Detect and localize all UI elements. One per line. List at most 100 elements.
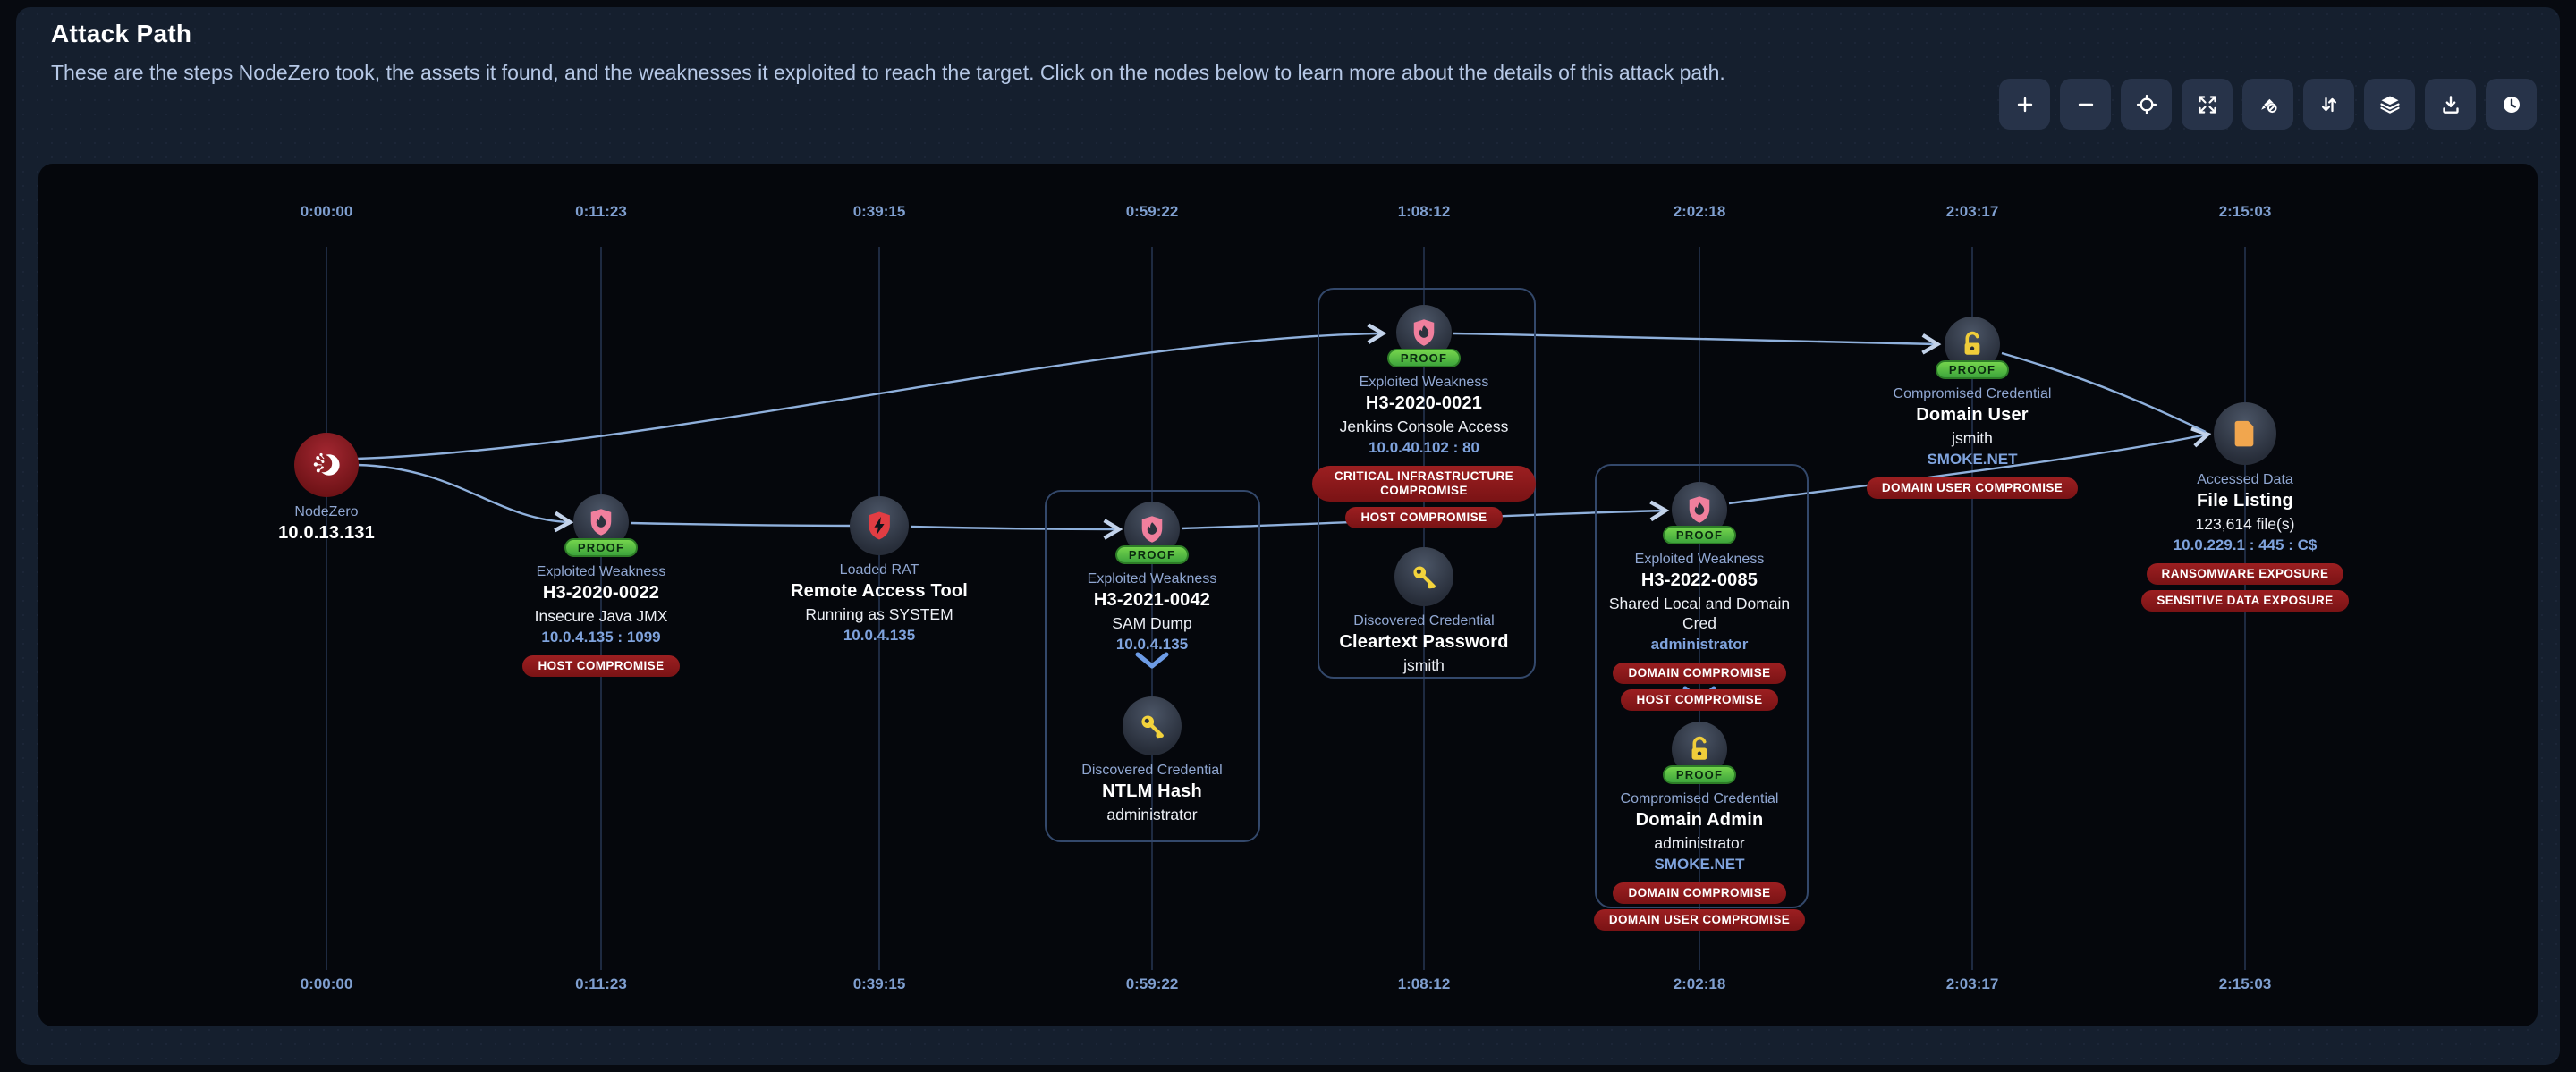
impact-badge: DOMAIN USER COMPROMISE [1866, 477, 2079, 499]
marker-off-button[interactable] [2242, 79, 2293, 130]
layers-icon [2379, 96, 2400, 114]
fullscreen-button[interactable] [2182, 79, 2233, 130]
impact-badge: SENSITIVE DATA EXPOSURE [2141, 590, 2349, 612]
proof-badge: PROOF [1935, 360, 2010, 379]
group-box-h3-2022-0085 [1595, 464, 1809, 908]
timeline-label-bottom-5: 2:02:18 [1673, 975, 1726, 992]
edge-h3-2020-0022-to-rat [630, 515, 878, 536]
timeline-label-top-6: 2:03:17 [1945, 203, 1999, 220]
timeline-label-top-1: 0:11:23 [575, 203, 627, 220]
node-category: Exploited Weakness [1634, 552, 1765, 567]
node-file-listing[interactable]: Accessed Data File Listing 123,614 file(… [2133, 402, 2357, 612]
node-title: H3-2021-0042 [1093, 590, 1211, 610]
edge-nodezero-to-h3-2020-0021 [356, 323, 1387, 460]
key-icon [1123, 696, 1182, 755]
impact-badge: DOMAIN USER COMPROMISE [1593, 909, 1806, 931]
zoom-out-icon [2078, 103, 2093, 106]
node-h3-2020-0021[interactable]: PROOF Exploited Weakness H3-2020-0021 Je… [1312, 305, 1536, 528]
proof-badge: PROOF [1114, 545, 1190, 564]
node-domain-admin[interactable]: PROOF Compromised Credential Domain Admi… [1588, 722, 1811, 931]
chart-canvas: 0:00:00 0:11:23 0:39:15 0:59:22 1:08:12 … [38, 164, 2538, 1026]
node-info: 10.0.229.1 : 445 : C$ [2173, 536, 2318, 553]
zoom-out-button[interactable] [2060, 79, 2111, 130]
zoom-in-button[interactable] [1999, 79, 2050, 130]
node-category: Loaded RAT [839, 562, 919, 578]
node-category: Exploited Weakness [1359, 375, 1489, 390]
node-title: H3-2022-0085 [1640, 570, 1758, 590]
node-category: Accessed Data [2197, 472, 2293, 487]
node-category: Exploited Weakness [1087, 571, 1217, 587]
node-subtitle: Insecure Java JMX [534, 607, 668, 625]
node-title: 10.0.13.131 [278, 523, 375, 543]
zoom-in-icon [2017, 97, 2032, 112]
timeline-label-top-7: 2:15:03 [2218, 203, 2272, 220]
proof-badge: PROOF [1662, 526, 1737, 544]
shield-bolt-icon [850, 496, 909, 555]
impact-badge: RANSOMWARE EXPOSURE [2146, 563, 2344, 585]
node-subtitle: Shared Local and Domain Cred [1608, 595, 1791, 632]
node-category: Compromised Credential [1893, 386, 2052, 401]
node-info: SMOKE.NET [1927, 451, 2018, 468]
timeline-label-top-0: 0:00:00 [300, 203, 353, 220]
page-title: Attack Path [51, 20, 192, 47]
node-title: File Listing [2197, 491, 2293, 511]
edge-h3-2020-0021-to-domain-user [1453, 332, 1942, 355]
node-remote-access-tool[interactable]: Loaded RAT Remote Access Tool Running as… [767, 496, 991, 645]
node-ntlm-hash[interactable]: Discovered Credential NTLM Hash administ… [1040, 696, 1264, 824]
timeline-label-bottom-6: 2:03:17 [1945, 975, 1999, 992]
node-title: H3-2020-0021 [1365, 393, 1483, 413]
center-target-button[interactable] [2121, 79, 2172, 130]
node-domain-user[interactable]: PROOF Compromised Credential Domain User… [1860, 317, 2084, 499]
node-title: Domain User [1916, 405, 2029, 425]
timeline-label-bottom-1: 0:11:23 [575, 975, 627, 992]
swap-vertical-icon [2321, 97, 2336, 112]
timeline-label-bottom-4: 1:08:12 [1397, 975, 1451, 992]
impact-badge: CRITICAL INFRASTRUCTURE COMPROMISE [1312, 466, 1536, 502]
history-clock-icon [2503, 96, 2520, 113]
node-title: Remote Access Tool [790, 581, 969, 601]
edge-domain-user-to-file-listing [2001, 351, 2207, 434]
group-box-h3-2021-0042 [1045, 490, 1260, 842]
marker-off-icon [2260, 98, 2277, 113]
edge-h3-2022-0085-to-file-listing [1728, 426, 2212, 505]
timeline-label-top-5: 2:02:18 [1673, 203, 1726, 220]
proof-badge: PROOF [1386, 349, 1462, 367]
node-h3-2022-0085[interactable]: PROOF Exploited Weakness H3-2022-0085 Sh… [1588, 482, 1811, 711]
node-info: SMOKE.NET [1654, 856, 1745, 873]
node-info: 10.0.4.135 : 1099 [541, 629, 661, 646]
node-subtitle: administrator [1106, 806, 1198, 823]
proof-badge: PROOF [1662, 765, 1737, 784]
download-button[interactable] [2425, 79, 2476, 130]
node-title: H3-2020-0022 [542, 583, 660, 603]
node-cleartext-password[interactable]: Discovered Credential Cleartext Password… [1312, 547, 1536, 675]
proof-badge: PROOF [564, 538, 639, 557]
node-subtitle: 123,614 file(s) [2195, 515, 2295, 533]
impact-badge: DOMAIN COMPROMISE [1613, 882, 1786, 904]
node-title: Cleartext Password [1339, 632, 1509, 652]
node-info: 10.0.40.102 : 80 [1368, 439, 1479, 456]
node-title: Domain Admin [1635, 810, 1764, 830]
edge-nodezero-to-h3-2020-0022 [356, 463, 574, 533]
edge-rat-to-h3-2021-0042 [910, 519, 1123, 540]
node-nodezero[interactable]: NodeZero 10.0.13.131 [215, 433, 438, 544]
node-h3-2020-0022[interactable]: PROOF Exploited Weakness H3-2020-0022 In… [489, 494, 713, 677]
history-clock-button[interactable] [2486, 79, 2537, 130]
nodezero-logo-icon [294, 433, 359, 497]
impact-badge: HOST COMPROMISE [1621, 689, 1778, 711]
swap-vertical-button[interactable] [2303, 79, 2354, 130]
timeline-label-bottom-0: 0:00:00 [300, 975, 353, 992]
file-icon [2214, 402, 2276, 465]
node-subtitle: Jenkins Console Access [1339, 418, 1509, 435]
fullscreen-icon [2198, 95, 2216, 114]
node-title: NTLM Hash [1102, 781, 1202, 801]
node-category: Exploited Weakness [536, 564, 666, 579]
node-category: Compromised Credential [1620, 791, 1779, 806]
timeline-label-top-3: 0:59:22 [1125, 203, 1179, 220]
node-subtitle: jsmith [1952, 429, 1993, 447]
node-category: NodeZero [294, 504, 359, 519]
center-target-icon [2136, 94, 2157, 114]
node-h3-2021-0042[interactable]: PROOF Exploited Weakness H3-2021-0042 SA… [1040, 502, 1264, 654]
node-info: 10.0.4.135 [843, 627, 916, 644]
node-category: Discovered Credential [1081, 763, 1223, 778]
layers-button[interactable] [2364, 79, 2415, 130]
